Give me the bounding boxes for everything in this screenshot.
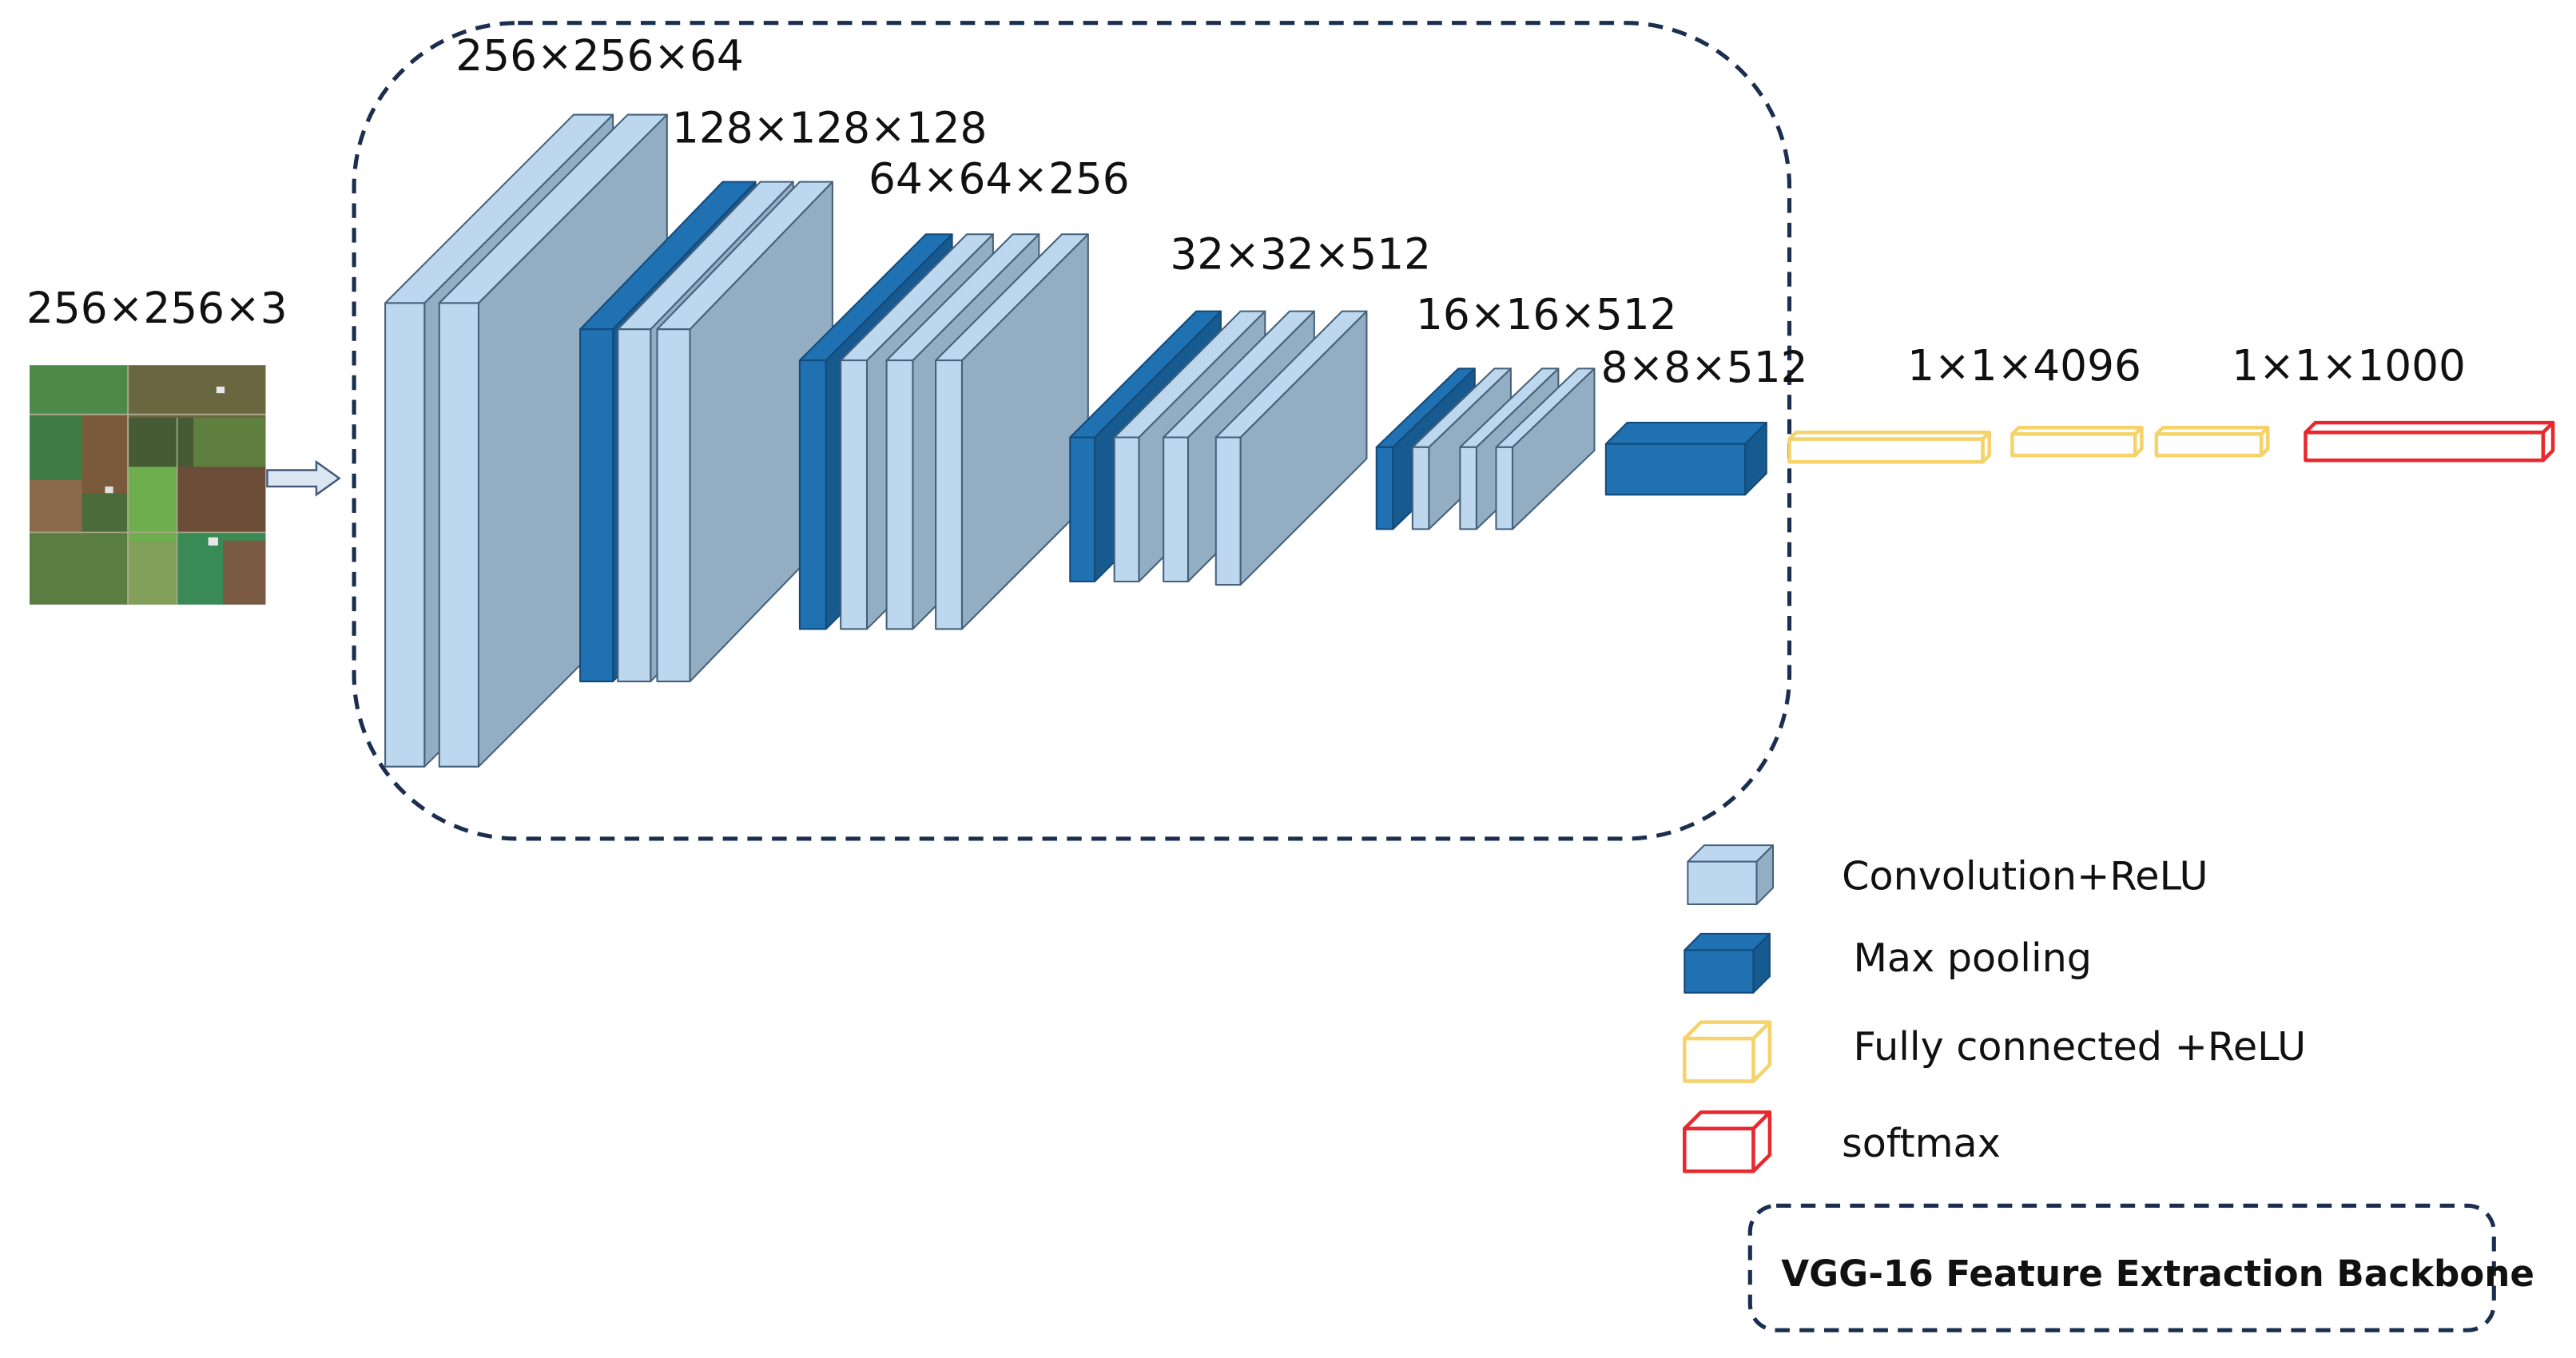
legend-pool-icon xyxy=(1684,932,1771,994)
stage5-size-label: 16×16×512 xyxy=(1416,290,1677,340)
legend-softmax-icon xyxy=(1683,1110,1772,1173)
fc-layer-3 xyxy=(2154,425,2270,458)
network-layers xyxy=(384,113,2555,768)
legend-max-pooling-label: Max pooling xyxy=(1853,935,2092,981)
backbone-caption: VGG-16 Feature Extraction Backbone xyxy=(1781,1253,2534,1295)
stage2-conv-2 xyxy=(656,181,833,683)
input-size-label: 256×256×3 xyxy=(26,284,288,333)
softmax-size-label: 1×1×1000 xyxy=(2232,341,2466,391)
legend-conv-relu-label: Convolution+ReLU xyxy=(1842,853,2208,899)
input-arrow-icon xyxy=(266,459,341,497)
stage3-conv-3 xyxy=(935,233,1089,630)
stage6-size-label: 8×8×512 xyxy=(1601,343,1808,392)
stage3-size-label: 64×64×256 xyxy=(869,154,1130,204)
backbone-caption-box xyxy=(1747,1203,2496,1332)
legend-icons xyxy=(1683,844,1775,1173)
stage4-size-label: 32×32×512 xyxy=(1170,229,1431,279)
stage4-conv-3 xyxy=(1214,310,1368,586)
stage2-size-label: 128×128×128 xyxy=(672,103,987,153)
stage5-conv-3 xyxy=(1495,367,1596,530)
fc-layer-2 xyxy=(2010,425,2144,458)
backbone-boundary xyxy=(352,21,1792,841)
legend-softmax-label: softmax xyxy=(1842,1120,2001,1166)
softmax-layer xyxy=(2304,420,2555,463)
fc-layer-1 xyxy=(1787,431,1991,464)
fc-size-label: 1×1×4096 xyxy=(1907,341,2141,391)
legend-fc-icon xyxy=(1683,1020,1772,1083)
legend-conv-icon xyxy=(1687,844,1775,905)
input-image xyxy=(30,365,266,605)
legend-fc-relu-label: Fully connected +ReLU xyxy=(1853,1023,2306,1070)
stage1-size-label: 256×256×64 xyxy=(455,31,744,81)
stage6-pool xyxy=(1604,422,1767,496)
